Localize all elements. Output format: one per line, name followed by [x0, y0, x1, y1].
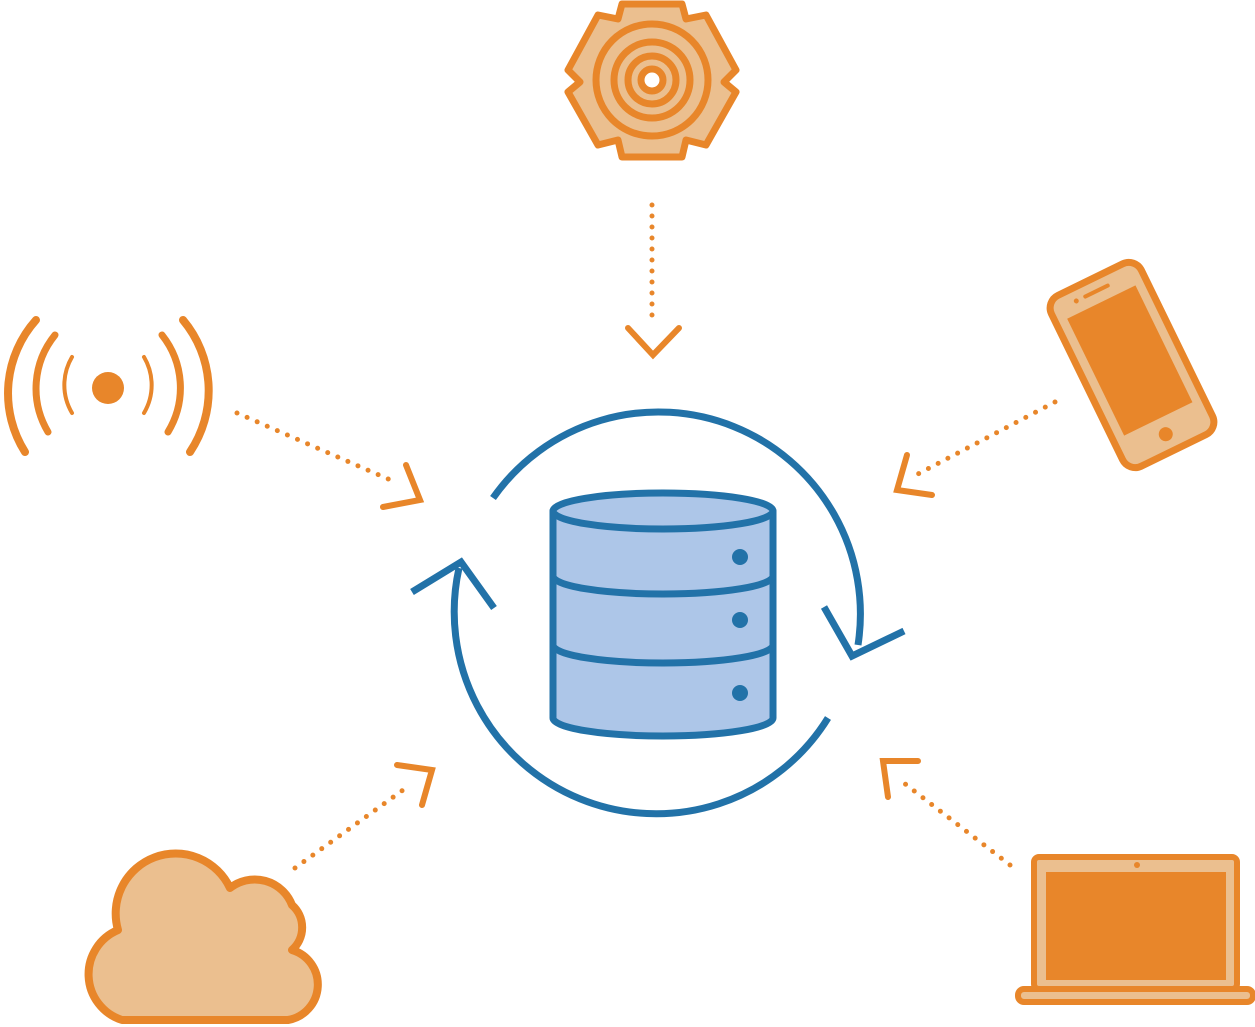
arrow-from-sensor [625, 202, 682, 360]
arrow-from-wireless [234, 410, 425, 510]
laptop-icon [1015, 854, 1255, 1005]
database-icon [549, 489, 777, 740]
arrow-from-laptop [879, 758, 1013, 868]
sensor-gear-icon [564, 0, 740, 161]
smartphone-icon [1046, 258, 1218, 472]
arrow-from-smartphone [893, 399, 1058, 498]
wireless-signal-icon [4, 316, 213, 456]
cloud-icon [84, 849, 322, 1024]
sync-arrows-icon [410, 408, 906, 818]
arrow-from-cloud [292, 762, 436, 871]
